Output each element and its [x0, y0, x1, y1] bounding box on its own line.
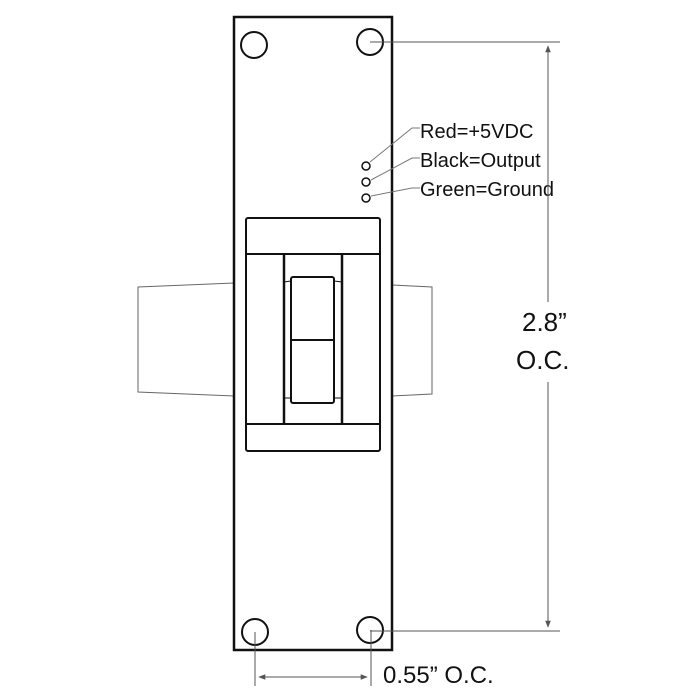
- wire-pad-red: [361, 161, 371, 171]
- right-tab: [391, 284, 433, 397]
- horizontal-dimension: [254, 630, 372, 686]
- wire-leaders: [369, 127, 420, 197]
- vertical-dimension-value: 2.8”: [522, 307, 567, 337]
- sensor-body: [245, 217, 381, 452]
- label-green-wire: Green=Ground: [420, 179, 554, 201]
- wire-pad-black: [361, 177, 371, 187]
- horizontal-dimension-label: 0.55” O.C.: [383, 662, 494, 689]
- label-black-wire: Black=Output: [420, 150, 541, 172]
- mounting-plate: [232, 15, 394, 652]
- label-red-wire: Red=+5VDC: [420, 121, 533, 143]
- wire-pad-green: [361, 193, 371, 203]
- mounting-hole-bottom-right: [356, 616, 384, 644]
- vertical-dimension-unit: O.C.: [516, 345, 569, 375]
- left-tab: [137, 282, 235, 397]
- mounting-hole-top-left: [240, 31, 268, 59]
